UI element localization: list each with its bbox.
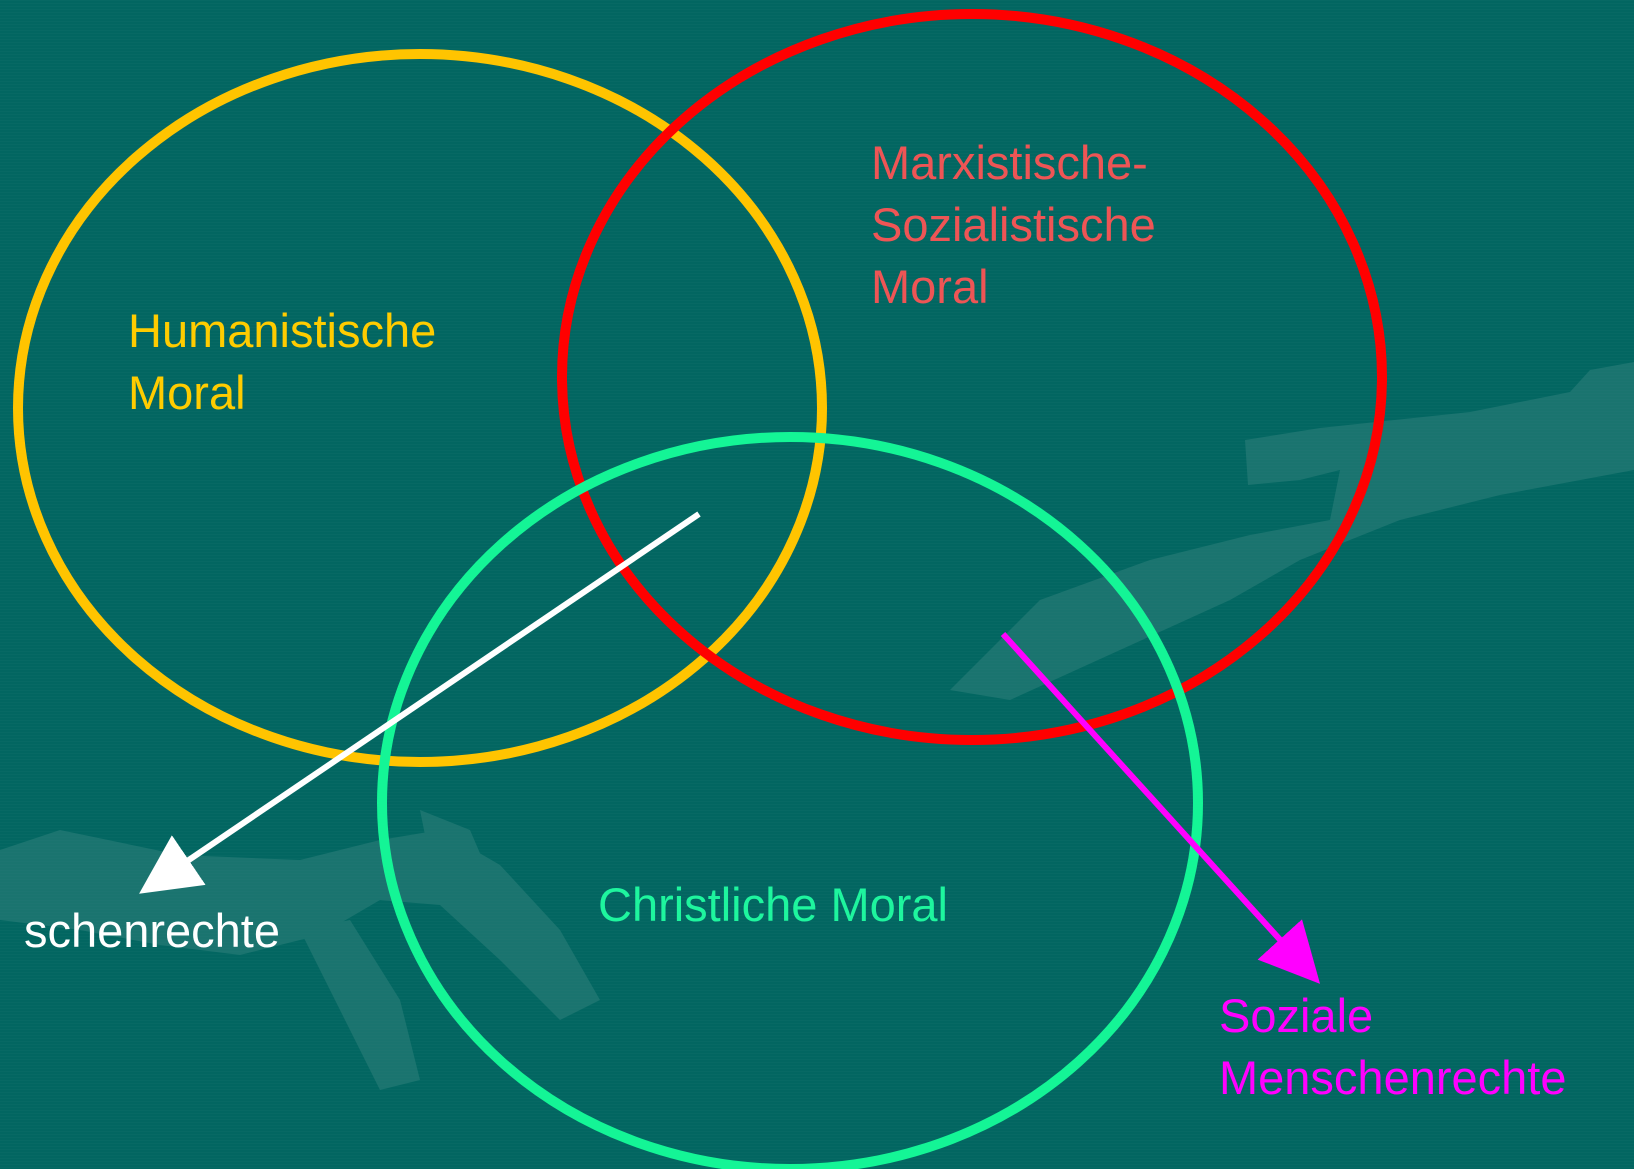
humanistic-line-2: Moral — [128, 366, 246, 419]
humanistic-circle — [13, 49, 827, 767]
christian-moral-label: Christliche Moral — [598, 874, 948, 936]
humanistic-line-1: Humanistische — [128, 304, 437, 357]
social-rights-arrow — [1000, 631, 1321, 984]
social-line-2: Menschenrechte — [1219, 1051, 1567, 1104]
social-rights-label: Soziale Menschenrechte — [1219, 985, 1566, 1109]
liberal-rights-arrow — [139, 511, 701, 894]
liberal-line-1: schenrechte — [23, 904, 280, 957]
liberal-rights-label: schenrechte — [24, 900, 280, 962]
marxist-moral-label: Marxistische- Sozialistische Moral — [871, 132, 1156, 318]
christian-line-1: Christliche Moral — [598, 878, 948, 931]
christian-circle — [377, 432, 1203, 1169]
marxist-line-3: Moral — [871, 260, 989, 313]
marxist-line-1: Marxistische- — [871, 136, 1148, 189]
marxist-line-2: Sozialistische — [871, 198, 1156, 251]
marxist-circle — [557, 9, 1387, 745]
social-line-1: Soziale — [1219, 989, 1374, 1042]
humanistic-moral-label: Humanistische Moral — [128, 300, 436, 424]
